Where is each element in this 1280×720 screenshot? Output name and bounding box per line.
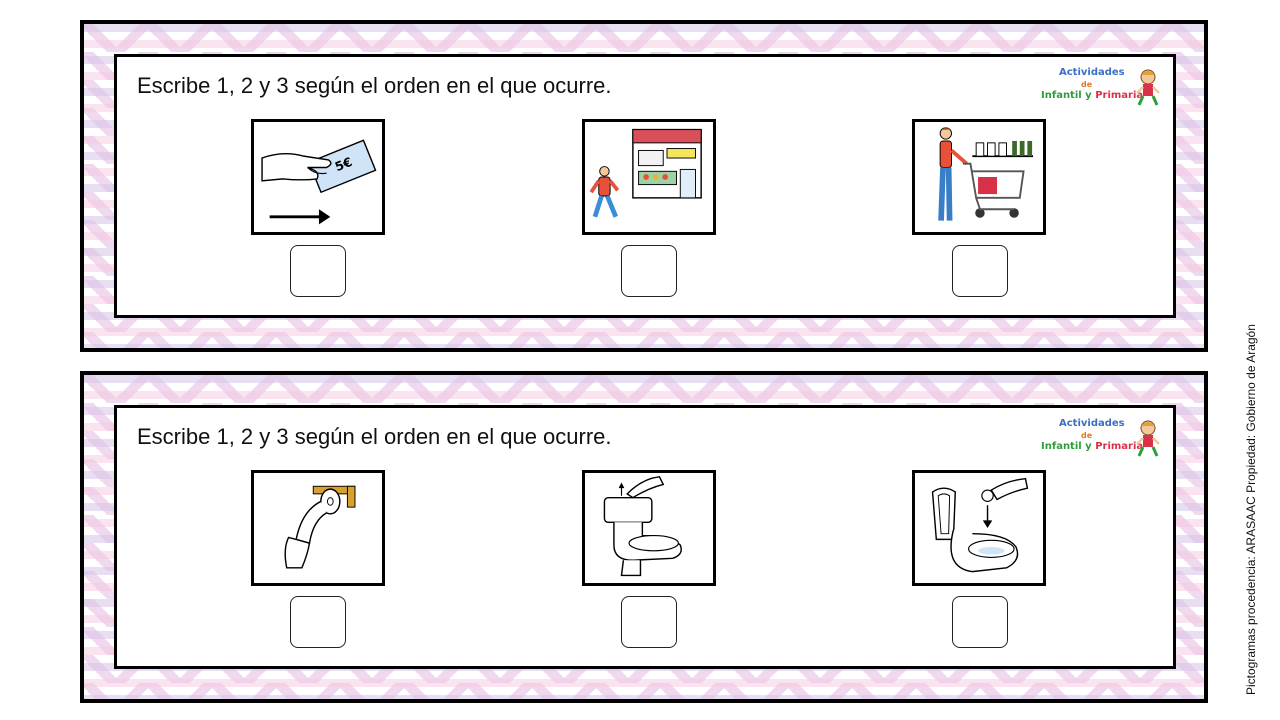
walking-to-shop-icon [589,128,702,218]
logo-line2: de [1081,80,1093,89]
pictogram-flush [582,470,716,586]
logo-line3a: Infantil y [1041,441,1096,452]
mascot-icon [1136,420,1160,457]
logo-line3: Infantil y Primaria [1041,90,1143,101]
pictogram-cart [912,119,1046,235]
pictogram-walk-shop [582,119,716,235]
bill-label: 5€ [333,155,354,174]
paying-money-icon: 5€ [261,139,377,225]
answer-box-3[interactable] [952,245,1008,297]
instruction-text: Escribe 1, 2 y 3 según el orden en el qu… [137,73,612,98]
logo-line1: Actividades [1059,67,1125,78]
credit-text: Pictogramas procedencia: ARASAAC Propied… [1244,324,1258,695]
logo-line3b: Primaria [1095,90,1144,101]
pictogram-toilet-paper [251,470,385,586]
answer-box-3[interactable] [952,596,1008,648]
logo-line3b: Primaria [1095,441,1144,452]
card-content: Escribe 1, 2 y 3 según el orden en el qu… [114,405,1176,669]
instruction-text: Escribe 1, 2 y 3 según el orden en el qu… [137,424,612,449]
logo: Actividades de Infantil y Primaria [1041,65,1161,111]
flush-toilet-icon [603,476,682,577]
activity-card-2: Escribe 1, 2 y 3 según el orden en el qu… [80,371,1208,703]
logo-line3a: Infantil y [1041,90,1096,101]
shopping-cart-icon [938,127,1034,221]
toilet-paper-icon [284,485,356,569]
activity-card-1: Escribe 1, 2 y 3 según el orden en el qu… [80,20,1208,352]
card-content: Escribe 1, 2 y 3 según el orden en el qu… [114,54,1176,318]
throw-paper-in-toilet-icon [931,477,1029,573]
answer-box-2[interactable] [621,596,677,648]
answer-box-2[interactable] [621,245,677,297]
pictogram-throw-paper [912,470,1046,586]
logo-line1: Actividades [1059,418,1125,429]
logo-line3: Infantil y Primaria [1041,441,1143,452]
answer-box-1[interactable] [290,596,346,648]
answer-box-1[interactable] [290,245,346,297]
logo: Actividades de Infantil y Primaria [1041,416,1161,462]
logo-line2: de [1081,431,1093,440]
pictogram-pay: 5€ [251,119,385,235]
mascot-icon [1136,69,1160,106]
